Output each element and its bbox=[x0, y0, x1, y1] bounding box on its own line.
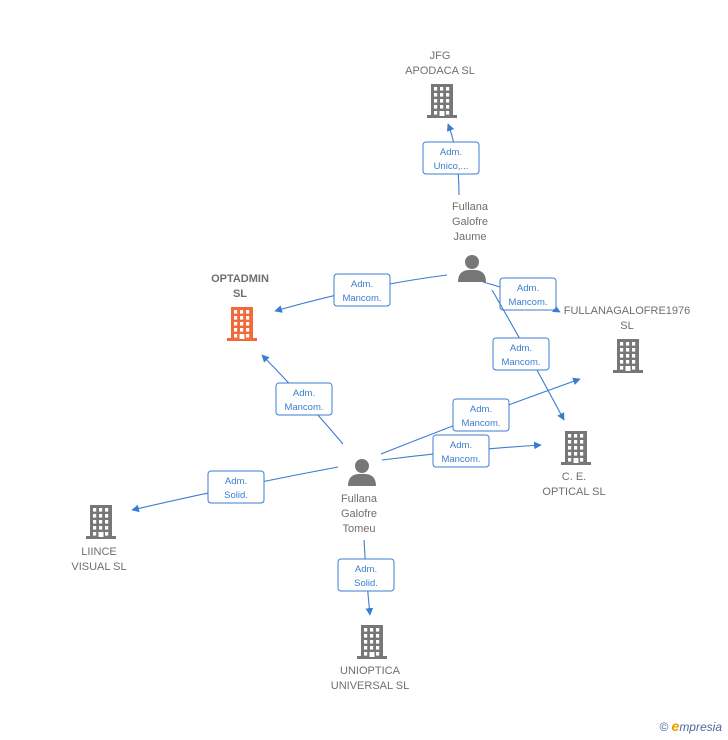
edge-jaume-to-optadmin: Adm. Mancom. bbox=[274, 273, 448, 313]
edge-label-frame bbox=[337, 558, 395, 592]
node-liince[interactable]: LIINCE VISUAL SL bbox=[71, 505, 127, 573]
edge-tomeu-to-unioptica: Adm. Solid. bbox=[337, 539, 395, 616]
edge-jaume-to-ceoptical: Adm. Mancom. bbox=[491, 289, 565, 421]
empresia-credit: © empresia bbox=[659, 718, 722, 734]
building-icon bbox=[427, 84, 457, 118]
building-icon bbox=[86, 505, 116, 539]
edge-label-text: Adm. bbox=[355, 564, 377, 575]
edge-label-box[interactable]: Adm. Mancom. bbox=[452, 398, 510, 432]
edge-label-text: Adm. bbox=[351, 279, 373, 290]
edge-label-text: Adm. bbox=[293, 388, 315, 399]
node-label: SL bbox=[233, 288, 247, 300]
edge-label-text: Mancom. bbox=[461, 418, 500, 429]
edge-label-box[interactable]: Adm. Mancom. bbox=[499, 277, 557, 311]
building-icon bbox=[357, 625, 387, 659]
edge-tomeu-to-ceoptical: Adm. Mancom. bbox=[381, 434, 542, 468]
person-icon bbox=[458, 255, 486, 282]
edge-tomeu-to-liince: Adm. Solid. bbox=[131, 466, 339, 513]
node-label: UNIOPTICA bbox=[340, 665, 401, 677]
node-label: Fullana bbox=[452, 201, 489, 213]
edge-label-text: Mancom. bbox=[441, 454, 480, 465]
edge-label-box[interactable]: Adm. Solid. bbox=[207, 470, 265, 504]
edge-label-text: Adm. bbox=[510, 343, 532, 354]
edge-label-text: Mancom. bbox=[501, 357, 540, 368]
building-icon bbox=[227, 307, 257, 341]
node-optadmin[interactable]: OPTADMIN SL bbox=[211, 273, 269, 341]
brand-initial: e bbox=[671, 718, 680, 734]
edge-label-text: Mancom. bbox=[508, 297, 547, 308]
copyright-icon: © bbox=[659, 720, 669, 734]
edges-layer: Adm. Unico,... Adm. Mancom. Adm. Mancom. Adm. M… bbox=[131, 123, 581, 616]
node-label: Tomeu bbox=[342, 523, 375, 535]
edge-label-text: Mancom. bbox=[342, 293, 381, 304]
building-icon bbox=[613, 339, 643, 373]
edge-label-frame bbox=[275, 382, 333, 416]
edge-label-frame bbox=[499, 277, 557, 311]
edge-label-box[interactable]: Adm. Unico,... bbox=[422, 141, 480, 175]
edge-label-frame bbox=[207, 470, 265, 504]
node-label: C. E. bbox=[562, 471, 586, 483]
edge-label-text: Solid. bbox=[224, 490, 248, 501]
node-jfg[interactable]: JFG APODACA SL bbox=[405, 50, 475, 118]
edge-label-box[interactable]: Adm. Mancom. bbox=[333, 273, 391, 307]
node-label: SL bbox=[620, 320, 633, 332]
edge-label-text: Unico,... bbox=[434, 161, 469, 172]
brand-name: mpresia bbox=[679, 720, 722, 734]
node-label: VISUAL SL bbox=[71, 561, 126, 573]
edge-label-frame bbox=[492, 337, 550, 371]
node-label: Galofre bbox=[452, 216, 488, 228]
edge-label-text: Adm. bbox=[450, 440, 472, 451]
edge-label-frame bbox=[333, 273, 391, 307]
edge-label-text: Adm. bbox=[440, 147, 462, 158]
edge-label-frame bbox=[432, 434, 490, 468]
node-label: Jaume bbox=[453, 231, 486, 243]
edge-tomeu-to-fullanagalofre: Adm. Mancom. bbox=[380, 377, 581, 455]
node-label: OPTADMIN bbox=[211, 273, 269, 285]
edge-jaume-to-fullanagalofre: Adm. Mancom. bbox=[482, 277, 561, 313]
node-label: APODACA SL bbox=[405, 65, 475, 77]
edge-label-box[interactable]: Adm. Mancom. bbox=[492, 337, 550, 371]
node-label: Fullana bbox=[341, 493, 378, 505]
node-ceoptical[interactable]: C. E. OPTICAL SL bbox=[542, 431, 606, 498]
node-label: LIINCE bbox=[81, 546, 116, 558]
node-label: OPTICAL SL bbox=[542, 486, 605, 498]
edge-label-frame bbox=[452, 398, 510, 432]
edge-label-text: Solid. bbox=[354, 578, 378, 589]
edge-label-box[interactable]: Adm. Mancom. bbox=[432, 434, 490, 468]
edge-label-box[interactable]: Adm. Mancom. bbox=[275, 382, 333, 416]
node-label: FULLANAGALOFRE1976 bbox=[564, 305, 691, 317]
edge-label-frame bbox=[422, 141, 480, 175]
building-icon bbox=[561, 431, 591, 465]
node-label: UNIVERSAL SL bbox=[331, 680, 409, 692]
person-icon bbox=[348, 459, 376, 486]
edge-label-text: Adm. bbox=[470, 404, 492, 415]
edge-tomeu-to-optadmin: Adm. Mancom. bbox=[261, 354, 344, 445]
edge-label-text: Adm. bbox=[517, 283, 539, 294]
edge-jaume-to-jfg: Adm. Unico,... bbox=[422, 123, 480, 196]
node-unioptica[interactable]: UNIOPTICA UNIVERSAL SL bbox=[331, 625, 409, 692]
node-label: JFG bbox=[430, 50, 451, 62]
edge-label-text: Adm. bbox=[225, 476, 247, 487]
node-label: Galofre bbox=[341, 508, 377, 520]
edge-label-text: Mancom. bbox=[284, 402, 323, 413]
edge-label-box[interactable]: Adm. Solid. bbox=[337, 558, 395, 592]
